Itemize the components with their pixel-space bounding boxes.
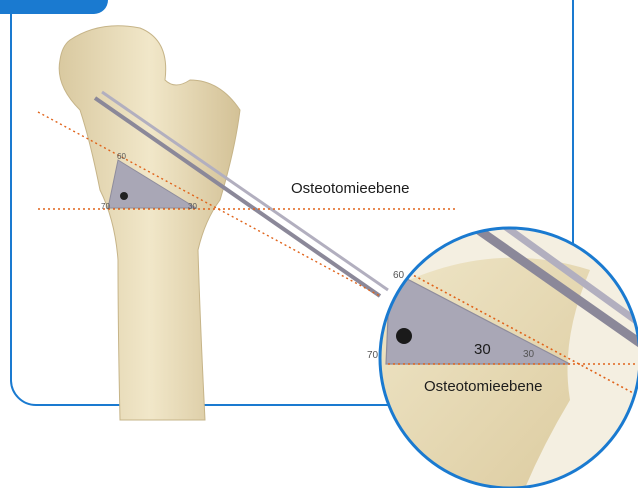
zoom-angle-label: 30 — [474, 341, 491, 358]
zoom-tick-left: 70 — [367, 350, 378, 361]
femur-bone — [59, 26, 240, 420]
osteotomy-plane-label: Osteotomieebene — [291, 180, 409, 197]
zoom-screw-icon — [396, 328, 412, 344]
zoom-osteotomy-plane-label: Osteotomieebene — [424, 378, 542, 395]
zoom-tick-top: 60 — [393, 270, 404, 281]
wedge-tick-top: 60 — [117, 152, 126, 161]
wedge-tick-right: 30 — [188, 202, 197, 211]
wedge-tick-left: 70 — [101, 202, 110, 211]
wedge-screw-icon — [120, 192, 128, 200]
zoom-tick-right: 30 — [523, 349, 534, 360]
